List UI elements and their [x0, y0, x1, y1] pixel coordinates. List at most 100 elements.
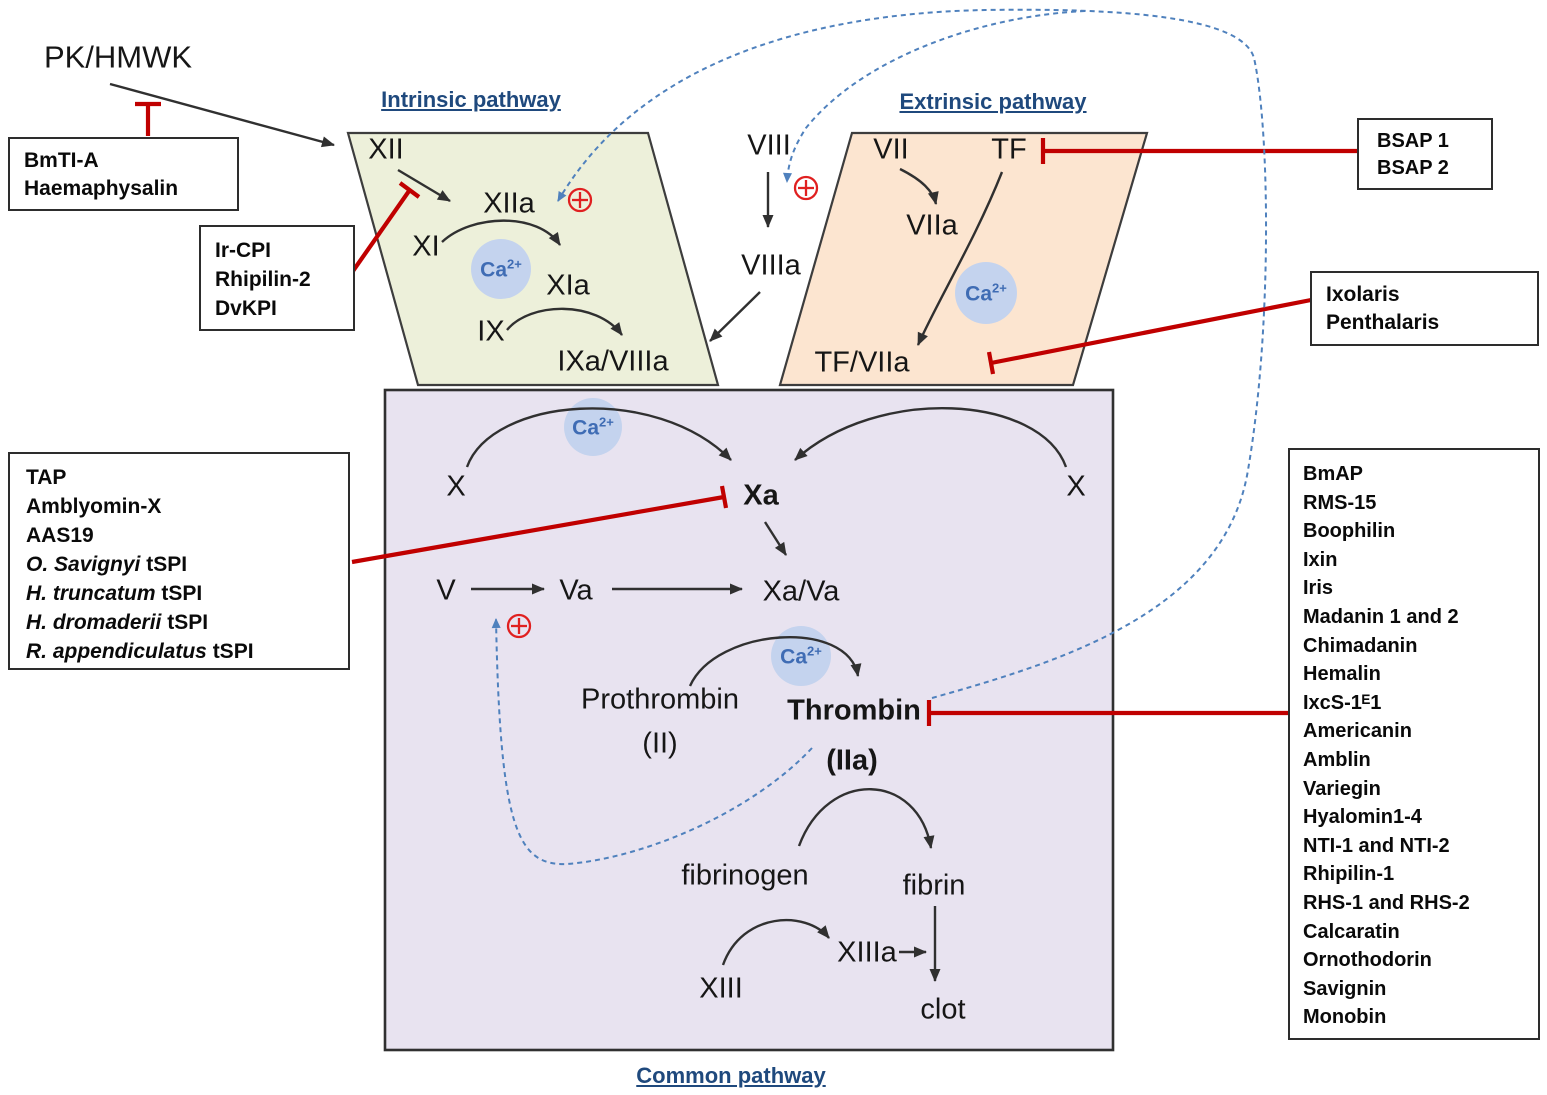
inhibitor-name: BSAP 2	[1377, 157, 1449, 179]
arrow-fibrinogen-to-fibrin	[797, 788, 935, 849]
species-name: H. dromaderii	[26, 611, 162, 634]
arrow-prothrombin-to-thrombin	[688, 636, 862, 687]
arrow-viiia-to-complex	[709, 291, 761, 342]
inhibitor-name: Amblin	[1303, 748, 1371, 771]
factor-ixa-viiia: IXa/VIIIa	[557, 345, 669, 378]
extrinsic-pathway-title: Extrinsic pathway	[899, 89, 1087, 114]
factor-xa-va: Xa/Va	[762, 575, 840, 608]
factor-xii: XII	[368, 133, 404, 166]
arrow-xiii-to-xiiia	[721, 919, 830, 966]
inhibitor-name: TAP	[26, 463, 348, 492]
inhibitor-name: Ir-CPI	[215, 239, 272, 262]
inhibitor-text: Amblyomin-X	[26, 495, 162, 518]
inhibitor-name: RMS-15	[1303, 491, 1377, 514]
calcium-sup: 2+	[599, 414, 614, 430]
calcium-label: Ca2+	[780, 645, 822, 668]
arrow-ix-to-ixa	[506, 307, 623, 336]
inhibition-ixolaris	[986, 297, 1312, 375]
arrow-xii-to-xiia	[397, 168, 451, 203]
inhibitor-box-xa-inhibitors: TAP Amblyomin-X AAS19 O. Savignyi tSPI H…	[8, 452, 350, 670]
species-name: H. truncatum	[26, 582, 156, 605]
inhibitor-box-thrombin-inhibitors: BmAP RMS-15 Boophilin Ixin Iris Madanin …	[1288, 448, 1540, 1040]
inhibitor-name: Ixolaris	[1326, 283, 1400, 306]
inhibitor-name: Boophilin	[1303, 520, 1396, 543]
calcium-icon	[471, 239, 1017, 686]
factor-prothrombin: Prothrombin	[581, 683, 739, 716]
factor-xia: XIa	[546, 269, 590, 302]
factor-clot: clot	[920, 993, 966, 1026]
inhibitor-name: BmAP	[1303, 463, 1364, 485]
inhibitor-name: Madanin 1 and 2	[1303, 605, 1459, 628]
inhibitor-name: IxcS-1ᴱ1	[1303, 691, 1382, 714]
inhibitor-text: tSPI	[140, 553, 188, 576]
positive-feedback-icon	[567, 187, 593, 213]
inhibition-thrombin	[926, 700, 1288, 726]
species-name: O. Savignyi	[26, 553, 141, 576]
factor-viii: VIII	[747, 129, 791, 162]
factor-xiia: XIIa	[483, 187, 535, 220]
factor-xi: XI	[412, 230, 440, 263]
factor-va: Va	[559, 574, 593, 607]
inhibitor-box-bmti: BmTI-A Haemaphysalin	[8, 137, 239, 211]
positive-feedback-icon	[793, 175, 819, 201]
inhibitor-name: BmTI-A	[24, 149, 99, 172]
calcium-sup: 2+	[507, 256, 522, 272]
inhibition-lines	[135, 101, 1357, 726]
inhibitor-name: Hemalin	[1303, 663, 1381, 686]
calcium-label: Ca2+	[965, 282, 1007, 305]
inhibitor-name: Ornothodorin	[1303, 949, 1432, 972]
arrow-vii-to-viia	[899, 167, 939, 205]
inhibitor-name: Americanin	[1303, 720, 1412, 743]
inhibitor-text: AAS19	[26, 524, 94, 547]
factor-x-left: X	[446, 470, 466, 503]
factor-thrombin: Thrombin	[787, 694, 921, 727]
species-name: R. appendiculatus	[26, 640, 207, 663]
inhibitor-text: tSPI	[206, 640, 254, 663]
inhibitor-box-bsap: BSAP 1 BSAP 2	[1357, 118, 1493, 190]
activation-arrows	[109, 82, 1068, 982]
factor-v: V	[436, 574, 456, 607]
factor-xiiia: XIIIa	[837, 936, 897, 969]
extrinsic-pathway-panel	[778, 131, 1149, 387]
inhibitor-name: Haemaphysalin	[24, 177, 179, 200]
calcium-sup: 2+	[807, 643, 822, 659]
arrow-x-left-to-xa	[465, 407, 732, 468]
factor-xiii: XIII	[699, 972, 743, 1005]
inhibitor-name: Chimadanin	[1303, 634, 1418, 657]
factor-vii: VII	[873, 133, 909, 166]
inhibition-bmti	[135, 101, 161, 136]
arrow-pkhmwk-to-xii	[109, 82, 335, 148]
inhibitor-name: Penthalaris	[1326, 311, 1440, 334]
calcium-label: Ca2+	[572, 416, 614, 439]
inhibitor-name: RHS-1 and RHS-2	[1303, 891, 1470, 914]
inhibitor-name: NTI-1 and NTI-2	[1303, 834, 1450, 857]
intrinsic-pathway-title: Intrinsic pathway	[381, 87, 561, 112]
feedback-curves	[491, 8, 1268, 866]
inhibitor-name: H. dromaderii tSPI	[26, 608, 348, 637]
arrow-xa-to-xava	[763, 521, 788, 556]
inhibitor-name: Iris	[1303, 577, 1334, 600]
inhibitor-name: DvKPI	[215, 297, 277, 320]
positive-feedback-icon	[506, 613, 532, 639]
feedback-thrombin-to-viii	[783, 10, 1086, 183]
calcium-sup: 2+	[992, 280, 1007, 296]
inhibitor-name: Rhipilin-2	[215, 268, 311, 291]
feedback-thrombin-to-xiia	[557, 8, 1268, 699]
factor-ix: IX	[477, 315, 505, 348]
inhibitor-name: R. appendiculatus tSPI	[26, 637, 348, 666]
calcium-text: Ca	[965, 282, 993, 306]
inhibitor-text: tSPI	[155, 582, 203, 605]
calcium-text: Ca	[780, 645, 808, 669]
factor-xa: Xa	[743, 479, 779, 512]
common-pathway-title: Common pathway	[636, 1063, 826, 1088]
inhibitor-name: Variegin	[1303, 777, 1381, 800]
inhibition-tap	[351, 485, 729, 565]
factor-fibrin: fibrin	[902, 869, 966, 902]
calcium-text: Ca	[572, 416, 600, 440]
arrow-x-right-to-xa	[794, 406, 1068, 468]
factor-viiia: VIIIa	[741, 249, 801, 282]
calcium-label: Ca2+	[480, 258, 522, 281]
positive-feedback-icons	[506, 175, 819, 639]
